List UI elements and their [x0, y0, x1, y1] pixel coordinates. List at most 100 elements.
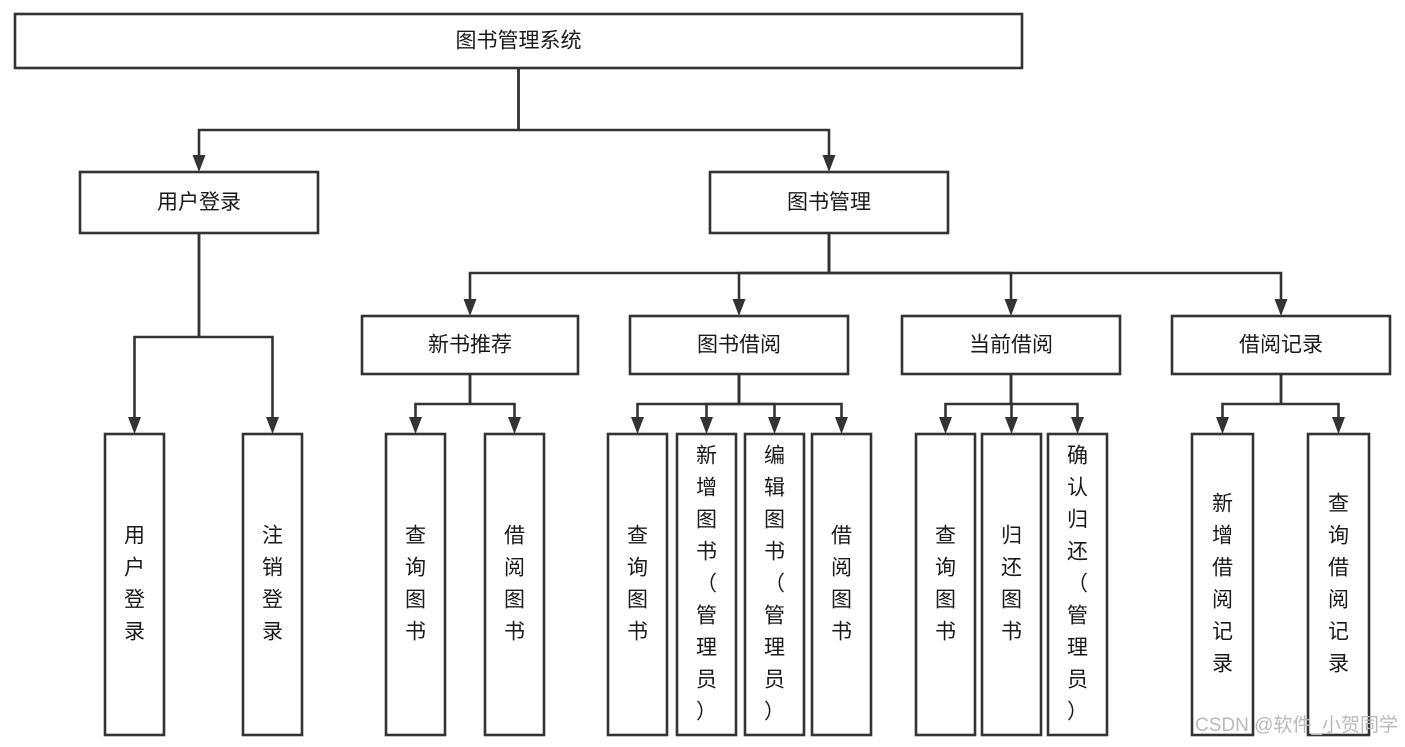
node-box[interactable] [360, 314, 580, 376]
connector-branch [739, 402, 776, 417]
node-label: 用户登录 [124, 524, 145, 643]
connector-e-new-book-query-1 [409, 374, 472, 434]
node-label: 借阅记录 [1239, 334, 1323, 357]
node-label: 当前借阅 [969, 334, 1053, 357]
arrow-head-icon [463, 299, 477, 316]
connector-branch [518, 128, 831, 155]
connector-branch [468, 271, 829, 299]
connector-e-current-confirm-return [1009, 374, 1084, 434]
connector-branch [1011, 402, 1079, 417]
edges-layer [128, 68, 1345, 434]
node-box[interactable] [483, 432, 546, 737]
node-leaf-borrow-book-1[interactable]: 借阅图书 [483, 432, 546, 737]
node-label: 注销登录 [262, 524, 283, 643]
nodes-layer: 图书管理系统用户登录图书管理新书推荐图书借阅当前借阅借阅记录用户登录注销登录查询… [13, 12, 1392, 737]
connector-e-current-query-3 [939, 374, 1013, 434]
arrow-head-icon [1332, 417, 1345, 434]
arrow-head-icon [1004, 299, 1018, 316]
node-new-book-recommend[interactable]: 新书推荐 [360, 314, 580, 376]
node-box[interactable] [13, 12, 1024, 70]
connector-branch [1281, 402, 1340, 417]
node-box[interactable] [708, 170, 950, 235]
node-box[interactable] [1306, 432, 1371, 737]
node-leaf-borrow-book-2[interactable]: 借阅图书 [810, 432, 873, 737]
arrow-head-icon [732, 299, 746, 316]
node-label: 查询图书 [627, 524, 648, 643]
node-book-borrow[interactable]: 图书借阅 [628, 314, 850, 376]
node-current-borrow[interactable]: 当前借阅 [900, 314, 1122, 376]
node-box[interactable] [1046, 432, 1109, 737]
connector-e-record-add [1216, 374, 1283, 434]
arrow-head-icon [939, 417, 952, 434]
node-box[interactable] [628, 314, 850, 376]
node-root[interactable]: 图书管理系统 [13, 12, 1024, 70]
connector-e-root-user-login [192, 68, 520, 172]
node-leaf-query-book-2[interactable]: 查询图书 [606, 432, 669, 737]
connector-e-book-manage-new-book-recommend [463, 233, 831, 316]
node-book-manage[interactable]: 图书管理 [708, 170, 950, 235]
node-leaf-query-book-1[interactable]: 查询图书 [384, 432, 447, 737]
node-label: 借阅图书 [831, 524, 852, 643]
node-leaf-edit-book[interactable]: 编辑图书（管理员） [743, 432, 806, 737]
node-leaf-add-borrow-record[interactable]: 新增借阅记录 [1190, 432, 1255, 737]
connector-e-new-book-borrow-1 [468, 374, 521, 434]
node-box[interactable] [980, 432, 1043, 737]
node-box[interactable] [675, 432, 738, 737]
node-box[interactable] [241, 432, 304, 737]
node-label: 图书借阅 [697, 334, 781, 357]
connector-branch [1221, 402, 1281, 417]
connector-branch [829, 271, 1013, 299]
connector-branch [414, 402, 470, 417]
node-box[interactable] [384, 432, 447, 737]
arrow-head-icon [1274, 299, 1288, 316]
node-leaf-confirm-return[interactable]: 确认归还（管理员） [1046, 432, 1109, 737]
connector-branch [739, 402, 843, 417]
arrow-head-icon [266, 417, 279, 434]
connector-e-book-manage-book-borrow [732, 233, 831, 316]
node-leaf-query-book-3[interactable]: 查询图书 [914, 432, 977, 737]
connector-branch [636, 402, 739, 417]
arrow-head-icon [128, 417, 141, 434]
node-label: 新增图书（管理员） [696, 444, 717, 723]
node-box[interactable] [1190, 432, 1255, 737]
node-box[interactable] [78, 170, 320, 235]
arrow-head-icon [822, 155, 836, 172]
node-box[interactable] [606, 432, 669, 737]
node-label: 图书管理系统 [456, 30, 582, 53]
node-label: 确认归还（管理员） [1067, 444, 1088, 723]
node-box[interactable] [103, 432, 166, 737]
node-box[interactable] [914, 432, 977, 737]
connector-e-book-manage-borrow-record [827, 233, 1288, 316]
connector-branch [197, 128, 519, 155]
node-label: 编辑图书（管理员） [764, 444, 785, 723]
node-borrow-record[interactable]: 借阅记录 [1170, 314, 1392, 376]
node-box[interactable] [743, 432, 806, 737]
node-box[interactable] [1170, 314, 1392, 376]
node-label: 查询借阅记录 [1328, 492, 1349, 675]
node-label: 新书推荐 [428, 334, 512, 357]
node-box[interactable] [900, 314, 1122, 376]
node-leaf-query-borrow-record[interactable]: 查询借阅记录 [1306, 432, 1371, 737]
node-leaf-user-login[interactable]: 用户登录 [103, 432, 166, 737]
connector-branch [199, 335, 274, 417]
node-user-login[interactable]: 用户登录 [78, 170, 320, 235]
connector-e-root-book-manage [517, 68, 836, 172]
connector-e-book-borrow-add-book [700, 374, 741, 434]
node-leaf-return-book[interactable]: 归还图书 [980, 432, 1043, 737]
node-label: 借阅图书 [504, 524, 525, 643]
connector-branch [133, 335, 199, 417]
arrow-head-icon [835, 417, 848, 434]
node-leaf-add-book[interactable]: 新增图书（管理员） [675, 432, 738, 737]
node-label: 用户登录 [157, 191, 241, 214]
arrow-head-icon [409, 417, 422, 434]
connector-branch [737, 271, 829, 299]
connector-e-book-manage-current-borrow [827, 233, 1018, 316]
node-label: 新增借阅记录 [1212, 492, 1233, 675]
arrow-head-icon [192, 155, 206, 172]
node-box[interactable] [810, 432, 873, 737]
node-leaf-logout[interactable]: 注销登录 [241, 432, 304, 737]
connector-branch [1010, 402, 1013, 417]
arrow-head-icon [768, 417, 781, 434]
connector-branch [705, 402, 739, 417]
